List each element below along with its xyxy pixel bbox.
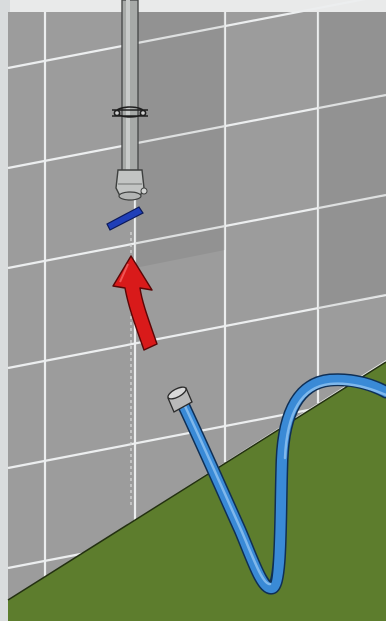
- pipe-highlight: [126, 0, 130, 182]
